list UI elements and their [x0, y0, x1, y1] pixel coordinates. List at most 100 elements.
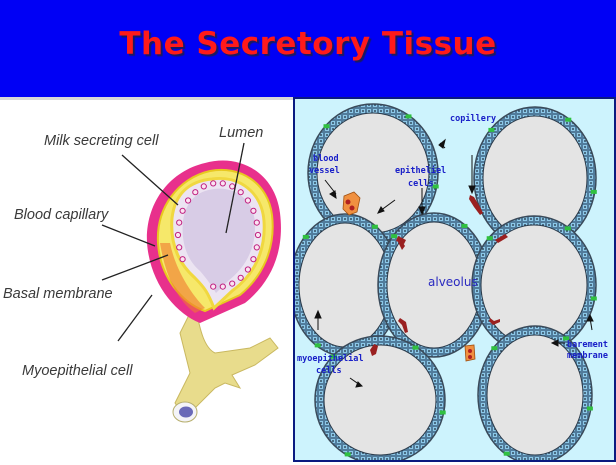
alveolus: [314, 335, 446, 460]
secreting-cell: [176, 244, 183, 251]
title-bar: The Secretory Tissue: [0, 0, 616, 97]
myoepithelial-cell: [486, 236, 493, 241]
myoepithelial-cell: [314, 343, 321, 348]
blood-capillary-shape: [160, 243, 205, 313]
label-myoepithelial-line1: myoepithelial: [297, 353, 364, 364]
secreting-cell: [219, 283, 226, 290]
secreting-cell: [176, 219, 183, 226]
myoepithelial-cell: [461, 223, 468, 228]
secreting-cell: [229, 280, 236, 287]
label-basal-membrane: Basal membrane: [3, 286, 113, 302]
myoepithelial-cell: [590, 189, 597, 194]
label-epithelial-line1: epitheliel: [395, 165, 446, 176]
secreting-cell: [250, 256, 257, 263]
alveolus: [471, 215, 597, 355]
leader-lines: [101, 142, 245, 342]
secreting-cell: [219, 180, 226, 187]
secreting-cell: [210, 180, 217, 187]
capillary-fragment: [398, 238, 405, 250]
alveoli-cross-section: copillery blood vessel epitheliel cells …: [295, 103, 608, 460]
alveolus-illustration: Milk secreting cell Lumen Blood capillar…: [3, 125, 281, 423]
myoepithelial-cell: [488, 127, 495, 132]
capillary-fragment: [489, 318, 500, 325]
alveolus: [377, 212, 491, 358]
arrowhead: [550, 339, 559, 347]
alveolus: [477, 325, 593, 460]
secreting-cell: [229, 183, 236, 190]
capillary-fragment: [469, 195, 483, 215]
arrowhead: [329, 190, 337, 200]
secreting-cell: [179, 256, 186, 263]
myoepithelial-cell: [590, 296, 597, 301]
pointer-arrows: [314, 138, 594, 388]
capillary-fragment: [495, 234, 508, 243]
myoepithelial-cell: [565, 117, 572, 122]
left-diagram-panel: Milk secreting cell Lumen Blood capillar…: [0, 97, 293, 462]
arrowhead: [355, 381, 364, 388]
myoepithelial-cell: [371, 224, 378, 229]
label-blood-vessel-line2: vessel: [309, 166, 340, 176]
arrowhead: [418, 206, 426, 216]
arrowhead: [586, 313, 594, 322]
myoepithelial-cell: [563, 336, 569, 341]
alveolus-lumen: [486, 334, 584, 456]
secreting-cell: [200, 183, 207, 190]
capillary-fragment: [370, 344, 378, 356]
duct: [172, 301, 279, 423]
secreting-cell: [253, 219, 260, 226]
label-myoepithelial-cell: Myoepithelial cell: [22, 363, 133, 379]
secreting-cell: [185, 197, 192, 204]
secreting-cell: [210, 283, 217, 290]
myoepithelial-cell: [344, 452, 351, 457]
secreting-cell: [174, 231, 182, 239]
duct-lumen: [179, 406, 193, 418]
leader-myoepithelial: [117, 294, 153, 342]
myoepithelial-cell: [564, 226, 571, 231]
secreting-cell: [254, 231, 262, 239]
myoepithelial-cell: [503, 451, 510, 456]
secreting-cell: [250, 207, 257, 214]
leader-lumen: [225, 142, 245, 234]
leader-blood-capillary: [101, 224, 156, 247]
myoepithelial-cell: [432, 184, 439, 189]
alveolus: [473, 106, 597, 250]
myoepithelial-cell: [586, 406, 593, 411]
blood-vessel: [342, 191, 476, 362]
label-capillary: copillery: [450, 113, 496, 124]
milk-secreting-cells: [174, 180, 262, 290]
secreting-cell: [253, 244, 260, 251]
arrowhead: [438, 138, 446, 149]
myoepithelial-cell: [330, 354, 337, 359]
slide-title: The Secretory Tissue: [119, 26, 497, 62]
arrowhead: [377, 206, 385, 214]
arrowhead: [314, 309, 322, 319]
myoepithelial-cell: [412, 345, 419, 350]
label-alveolus: alveolus: [428, 275, 478, 289]
right-diagram-panel: copillery blood vessel epitheliel cells …: [293, 97, 616, 462]
secreting-cell: [244, 266, 251, 273]
secreting-cell: [237, 189, 244, 196]
label-milk-secreting-cell: Milk secreting cell: [44, 133, 159, 149]
label-myoepithelial-line2: cells: [316, 366, 342, 376]
arrowhead: [468, 185, 476, 195]
myoepithelial-cell: [323, 124, 330, 129]
myoepithelial-cell: [439, 410, 446, 415]
capillaries: [370, 195, 508, 356]
leader-milk-cell: [121, 154, 179, 206]
myoepithelial-cell: [391, 234, 398, 239]
label-basement-line1: barement: [567, 340, 608, 350]
label-epithelial-line2: cells: [408, 179, 434, 189]
label-lumen: Lumen: [219, 125, 263, 141]
label-blood-vessel-line1: blood: [313, 154, 339, 164]
secreting-cell: [244, 197, 251, 204]
myoepithelial-cell: [302, 234, 309, 239]
secreting-cell: [237, 274, 244, 281]
myoepithelial-cell: [491, 346, 498, 351]
alveolus-lumen: [323, 344, 437, 456]
capillary-fragment: [398, 318, 408, 333]
secreting-cell: [179, 207, 186, 214]
myoepithelial-cell: [405, 114, 412, 119]
leader-basal-membrane: [101, 254, 169, 281]
label-basement-line2: membrane: [567, 351, 608, 361]
alveolus-lumen: [298, 222, 392, 348]
